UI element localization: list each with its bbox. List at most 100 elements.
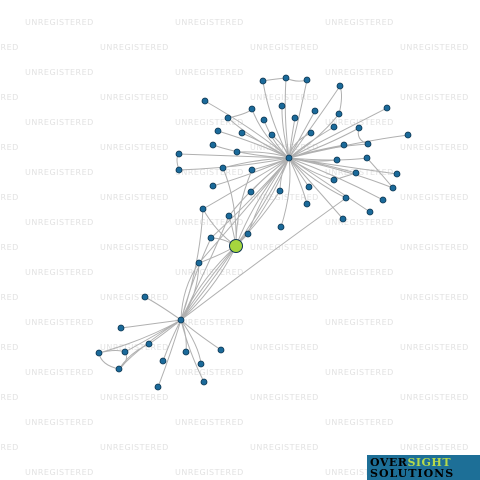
graph-node[interactable] <box>366 208 374 216</box>
graph-edge <box>178 157 290 171</box>
graph-node[interactable] <box>244 230 252 238</box>
graph-node[interactable] <box>225 212 233 220</box>
watermark-text: UNREGISTERED <box>175 268 244 277</box>
graph-node[interactable] <box>333 156 341 164</box>
graph-edge <box>235 157 290 247</box>
graph-node[interactable] <box>389 184 397 192</box>
watermark-text: UNREGISTERED <box>0 243 19 252</box>
graph-node[interactable] <box>260 116 268 124</box>
graph-node[interactable] <box>233 148 241 156</box>
watermark-text: UNREGISTERED <box>400 393 469 402</box>
graph-node[interactable] <box>209 182 217 190</box>
graph-node[interactable] <box>311 107 319 115</box>
watermark-text: UNREGISTERED <box>175 218 244 227</box>
graph-node[interactable] <box>305 183 313 191</box>
graph-node[interactable] <box>282 74 290 82</box>
graph-node[interactable] <box>207 234 215 242</box>
graph-node[interactable] <box>121 348 129 356</box>
watermark-text: UNREGISTERED <box>25 68 94 77</box>
graph-node[interactable] <box>145 340 153 348</box>
graph-node[interactable] <box>330 123 338 131</box>
graph-node[interactable] <box>340 141 348 149</box>
watermark-text: UNREGISTERED <box>100 343 169 352</box>
graph-node[interactable] <box>352 169 360 177</box>
hub-node[interactable] <box>285 154 293 162</box>
graph-node[interactable] <box>154 383 162 391</box>
graph-edge <box>120 319 182 329</box>
watermark-text: UNREGISTERED <box>250 93 319 102</box>
graph-node[interactable] <box>307 129 315 137</box>
watermark-text: UNREGISTERED <box>100 443 169 452</box>
graph-node[interactable] <box>200 378 208 386</box>
graph-node[interactable] <box>291 114 299 122</box>
watermark-text: UNREGISTERED <box>400 143 469 152</box>
graph-node[interactable] <box>217 346 225 354</box>
graph-node[interactable] <box>339 215 347 223</box>
graph-node[interactable] <box>175 166 183 174</box>
watermark-text: UNREGISTERED <box>325 68 394 77</box>
graph-node[interactable] <box>159 357 167 365</box>
graph-edge <box>338 85 342 115</box>
graph-edge <box>180 319 205 383</box>
graph-edge <box>235 169 253 247</box>
graph-node[interactable] <box>141 293 149 301</box>
graph-edge <box>288 110 316 159</box>
watermark-text: UNREGISTERED <box>325 368 394 377</box>
graph-node[interactable] <box>182 348 190 356</box>
graph-node[interactable] <box>379 196 387 204</box>
graph-node[interactable] <box>248 166 256 174</box>
graph-node[interactable] <box>276 187 284 195</box>
graph-node[interactable] <box>117 324 125 332</box>
graph-node[interactable] <box>342 194 350 202</box>
graph-node[interactable] <box>335 110 343 118</box>
watermark-text: UNREGISTERED <box>250 393 319 402</box>
graph-node[interactable] <box>404 131 412 139</box>
graph-edge <box>157 319 182 388</box>
graph-edge <box>180 245 237 321</box>
graph-node[interactable] <box>268 131 276 139</box>
graph-node[interactable] <box>95 349 103 357</box>
graph-node[interactable] <box>355 124 363 132</box>
graph-node[interactable] <box>383 104 391 112</box>
graph-node[interactable] <box>199 205 207 213</box>
graph-edge <box>180 319 202 365</box>
graph-edge <box>280 157 291 228</box>
graph-node[interactable] <box>195 259 203 267</box>
graph-edge <box>288 157 368 161</box>
graph-node[interactable] <box>303 200 311 208</box>
graph-node[interactable] <box>393 170 401 178</box>
graph-node[interactable] <box>175 150 183 158</box>
graph-edge <box>288 157 371 213</box>
watermark-text: UNREGISTERED <box>325 418 394 427</box>
graph-edge <box>202 157 290 210</box>
graph-edge <box>288 107 388 159</box>
graph-node[interactable] <box>219 164 227 172</box>
graph-node[interactable] <box>209 141 217 149</box>
graph-node[interactable] <box>224 114 232 122</box>
watermark-text: UNREGISTERED <box>250 443 319 452</box>
graph-edge <box>180 262 200 321</box>
graph-node[interactable] <box>330 176 338 184</box>
graph-node[interactable] <box>248 105 256 113</box>
graph-node[interactable] <box>197 360 205 368</box>
graph-node[interactable] <box>277 223 285 231</box>
watermark-text: UNREGISTERED <box>0 393 19 402</box>
graph-node[interactable] <box>278 102 286 110</box>
focus-node[interactable] <box>229 239 243 253</box>
graph-node[interactable] <box>238 129 246 137</box>
graph-node[interactable] <box>214 127 222 135</box>
graph-edge <box>263 119 290 159</box>
graph-edge <box>288 157 398 175</box>
graph-node[interactable] <box>247 188 255 196</box>
graph-node[interactable] <box>364 140 372 148</box>
graph-node[interactable] <box>201 97 209 105</box>
graph-node[interactable] <box>303 76 311 84</box>
graph-node[interactable] <box>336 82 344 90</box>
watermark-text: UNREGISTERED <box>0 193 19 202</box>
watermark-text: UNREGISTERED <box>100 93 169 102</box>
graph-node[interactable] <box>363 154 371 162</box>
hub-node[interactable] <box>177 316 185 324</box>
graph-node[interactable] <box>259 77 267 85</box>
graph-node[interactable] <box>115 365 123 373</box>
